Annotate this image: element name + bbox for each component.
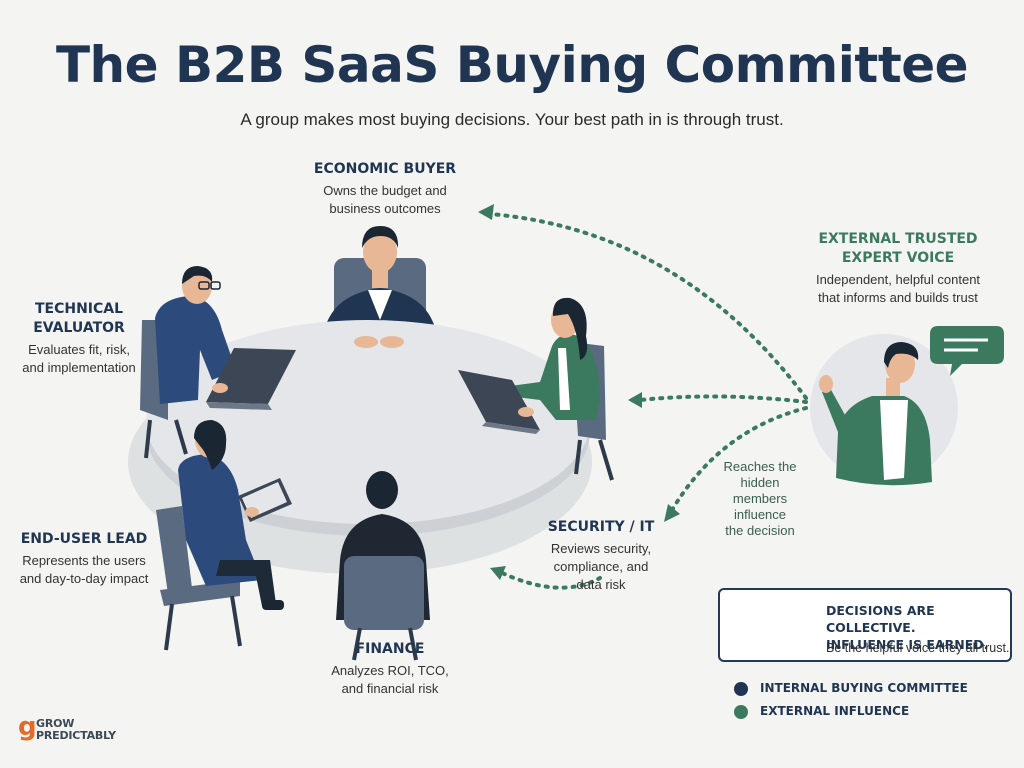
role-desc-line: business outcomes [329,201,441,216]
callout-title-line: INFLUENCE IS EARNED. [826,637,989,652]
page-subtitle: A group makes most buying decisions. You… [240,110,784,129]
influence-note-line: hidden members [732,475,788,506]
green-woman-figure [458,297,614,481]
role-desc-line: compliance, and [553,559,649,574]
callout-subtitle: Be the helpful voice they all trust. [826,641,1010,655]
finance-figure [336,471,430,661]
role-title: TECHNICAL [34,301,124,317]
economic-buyer-figure [322,226,438,345]
role-external-expert: EXTERNAL TRUSTED EXPERT VOICE Independen… [800,230,996,307]
logo-text-line: PREDICTABLY [36,729,116,742]
role-economic-buyer: ECONOMIC BUYER Owns the budget and busin… [300,160,470,218]
role-security-it: SECURITY / IT Reviews security, complian… [540,518,662,594]
role-desc-line: Evaluates fit, risk, [28,342,130,357]
influence-note-line: the decision [725,523,795,538]
role-title: FINANCE [355,641,425,657]
role-title: END-USER LEAD [20,531,148,547]
influence-note-line: Reaches the [723,459,797,474]
role-title: ECONOMIC BUYER [313,161,457,177]
callout-title-line: DECISIONS ARE COLLECTIVE. [826,603,935,635]
role-desc-line: Owns the budget and [323,183,447,198]
role-desc-line: that informs and builds trust [818,290,978,305]
role-end-user-lead: END-USER LEAD Represents the users and d… [10,530,158,588]
role-desc-line: Reviews security, [550,541,652,556]
speech-bubble-icon [930,326,1004,376]
legend-dot [734,705,748,719]
role-desc-line: data risk [576,577,626,592]
arrow-to-green-woman [638,394,808,404]
logo-text-line: GROW [36,717,75,730]
key-message-callout: DECISIONS ARE COLLECTIVE. INFLUENCE IS E… [718,588,1012,662]
role-title: EVALUATOR [33,320,125,336]
role-finance: FINANCE Analyzes ROI, TCO, and financial… [320,640,460,698]
legend-label: INTERNAL BUYING COMMITTEE [760,681,968,695]
role-desc-line: and day-to-day impact [19,571,149,586]
role-desc-line: and financial risk [341,681,439,696]
role-desc-line: Independent, helpful content [815,272,981,287]
technical-evaluator-figure [140,266,296,459]
legend-dot [734,682,748,696]
influence-arrows [488,212,808,590]
role-title: EXPERT VOICE [841,250,955,266]
end-user-lead-figure [156,420,292,651]
influence-note: Reaches the hidden members influence the… [712,459,808,539]
influence-note-line: influence [733,507,787,522]
external-expert-figure [810,326,1004,486]
role-desc-line: and implementation [22,360,136,375]
arrow-to-economic-buyer [488,212,808,400]
role-title: SECURITY / IT [547,519,655,535]
role-title: EXTERNAL TRUSTED [818,231,978,247]
role-technical-evaluator: TECHNICAL EVALUATOR Evaluates fit, risk,… [14,300,144,377]
role-desc-line: Analyzes ROI, TCO, [331,663,449,678]
arrow-down-to-security [670,406,808,512]
role-desc-line: Represents the users [22,553,146,568]
legend-label: EXTERNAL INFLUENCE [760,704,910,718]
arrow-security-to-table [498,570,602,590]
page-title: The B2B SaaS Buying Committee [55,36,969,94]
logo-mark-icon: g [18,712,37,742]
